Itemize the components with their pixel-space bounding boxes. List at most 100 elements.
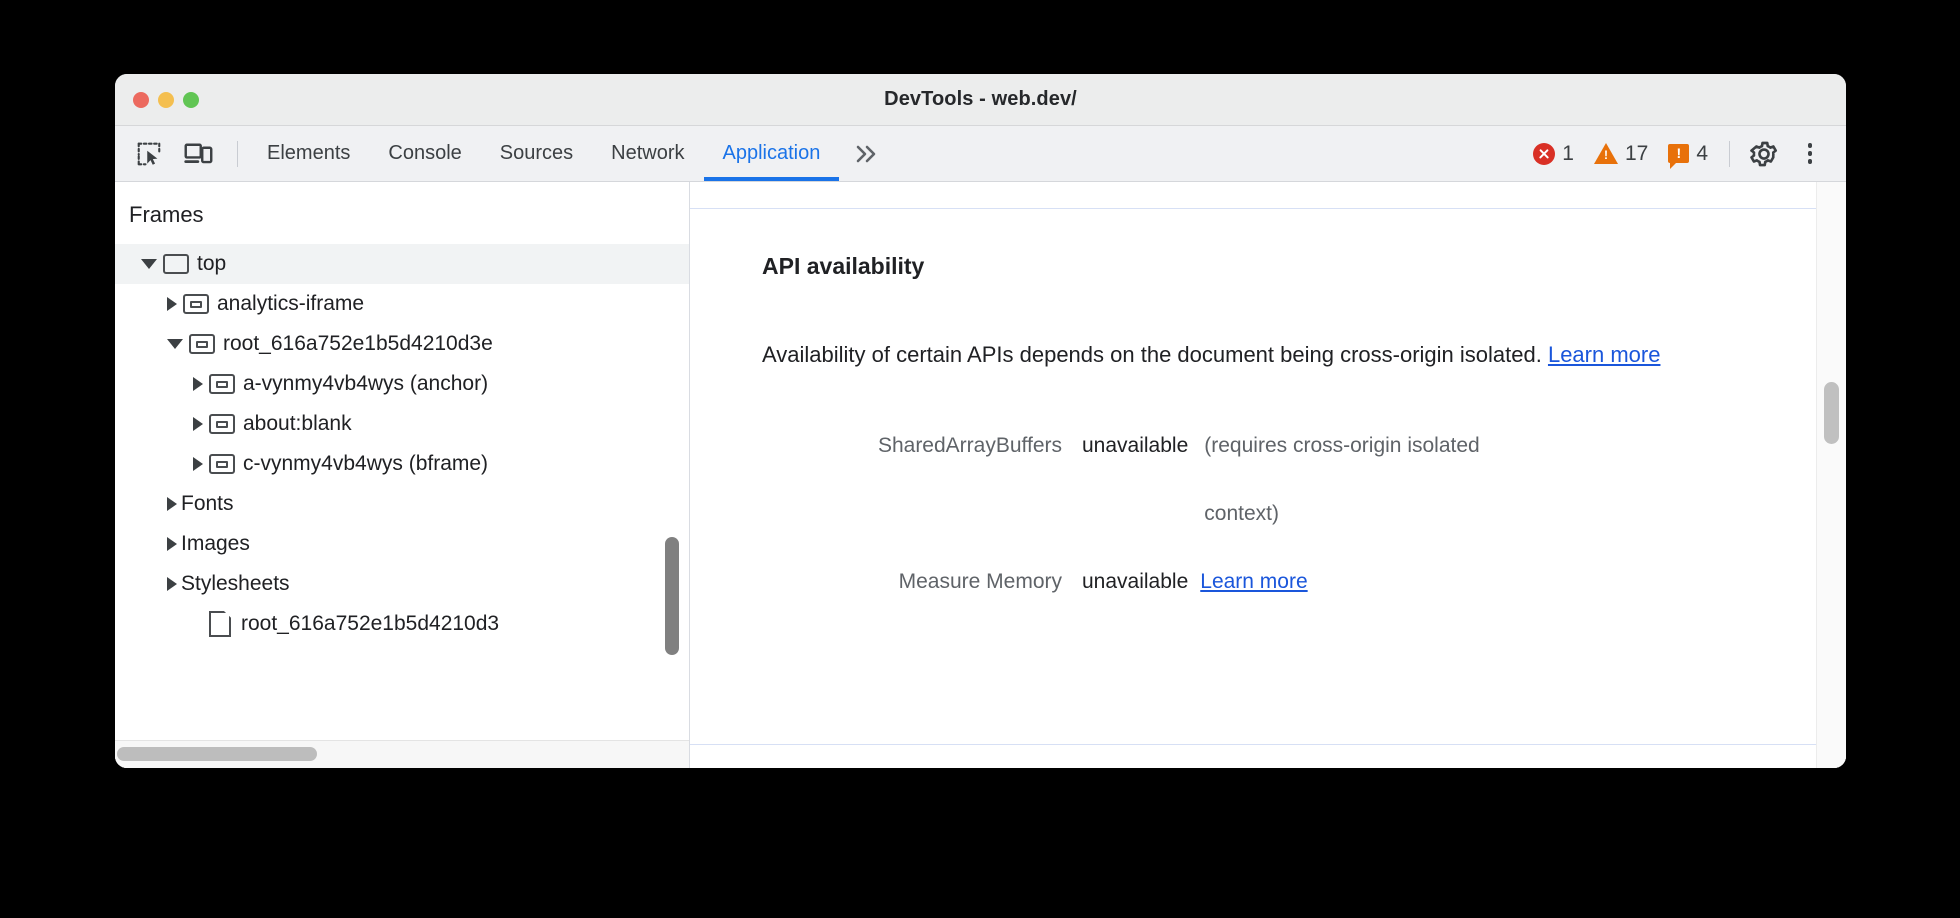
issue-icon bbox=[1668, 144, 1690, 169]
toolbar-divider bbox=[237, 140, 238, 167]
tree-item-label: about:blank bbox=[243, 412, 352, 435]
row-value: unavailable bbox=[1082, 434, 1189, 457]
sidebar-vertical-scrollbar-thumb[interactable] bbox=[665, 537, 679, 655]
tab-sources[interactable]: Sources bbox=[481, 126, 592, 181]
row-key: Measure Memory bbox=[898, 570, 1062, 593]
tree-item-top[interactable]: top bbox=[115, 244, 689, 284]
iframe-icon bbox=[209, 454, 235, 474]
inspect-element-icon bbox=[137, 142, 161, 165]
maximize-window-button[interactable] bbox=[183, 91, 199, 108]
row-key: SharedArrayBuffers bbox=[877, 434, 1062, 457]
toolbar-right-group: 1 17 4 bbox=[1524, 126, 1846, 181]
window-title: DevTools - web.dev/ bbox=[884, 88, 1077, 110]
tab-elements[interactable]: Elements bbox=[248, 126, 369, 181]
tree-item-label: c-vynmy4vb4wys (bframe) bbox=[243, 452, 489, 475]
settings-button[interactable] bbox=[1742, 132, 1786, 176]
tab-console-label: Console bbox=[388, 142, 462, 164]
sidebar-heading: Frames bbox=[129, 202, 204, 227]
application-main-panel: API availability Availability of certain… bbox=[690, 182, 1846, 768]
panel-tabs: Elements Console Sources Network Applica… bbox=[248, 126, 897, 181]
tree-item-label: Stylesheets bbox=[181, 572, 290, 595]
main-vertical-scrollbar-track[interactable] bbox=[1816, 182, 1846, 768]
file-icon bbox=[209, 611, 231, 637]
api-availability-section: API availability Availability of certain… bbox=[690, 253, 1846, 616]
frames-tree: top analytics-iframe root_616a752e1b5d42… bbox=[115, 244, 689, 644]
tree-item-label: root_616a752e1b5d4210d3 bbox=[241, 612, 500, 635]
iframe-icon bbox=[189, 334, 215, 354]
tree-item-root-frame[interactable]: root_616a752e1b5d4210d3e bbox=[115, 324, 689, 364]
twisty-closed-icon[interactable] bbox=[167, 497, 177, 511]
tree-item-fonts[interactable]: Fonts bbox=[115, 484, 689, 524]
error-icon bbox=[1533, 142, 1556, 165]
chevron-double-right-icon bbox=[857, 145, 876, 162]
learn-more-link[interactable]: Learn more bbox=[1547, 342, 1661, 367]
main-menu-button[interactable] bbox=[1788, 132, 1832, 176]
minimize-window-button[interactable] bbox=[158, 91, 174, 108]
traffic-light-buttons bbox=[133, 91, 199, 108]
twisty-open-icon[interactable] bbox=[141, 259, 157, 269]
tab-network[interactable]: Network bbox=[592, 126, 703, 181]
more-tabs-button[interactable] bbox=[839, 126, 897, 181]
toolbar-left-icons bbox=[115, 126, 248, 181]
tree-item-analytics-iframe[interactable]: analytics-iframe bbox=[115, 284, 689, 324]
tree-item-images[interactable]: Images bbox=[115, 524, 689, 564]
tab-sources-label: Sources bbox=[499, 142, 574, 164]
window-titlebar: DevTools - web.dev/ bbox=[115, 74, 1846, 126]
toolbar-right-divider bbox=[1729, 140, 1730, 167]
tab-console[interactable]: Console bbox=[369, 126, 480, 181]
twisty-closed-icon[interactable] bbox=[167, 577, 177, 591]
sidebar-horizontal-scrollbar-thumb[interactable] bbox=[117, 747, 317, 761]
twisty-closed-icon[interactable] bbox=[193, 377, 203, 391]
twisty-closed-icon[interactable] bbox=[167, 297, 177, 311]
tree-item-label: analytics-iframe bbox=[217, 292, 365, 315]
tree-item-about-blank[interactable]: about:blank bbox=[115, 404, 689, 444]
tree-item-anchor-frame[interactable]: a-vynmy4vb4wys (anchor) bbox=[115, 364, 689, 404]
iframe-icon bbox=[183, 294, 209, 314]
tree-item-document[interactable]: root_616a752e1b5d4210d3 bbox=[115, 604, 689, 644]
section-description: Availability of certain APIs depends on … bbox=[762, 320, 1742, 390]
tree-item-bframe[interactable]: c-vynmy4vb4wys (bframe) bbox=[115, 444, 689, 484]
row-shared-array-buffers: SharedArrayBuffers unavailable (requires… bbox=[762, 412, 1846, 548]
tree-item-label: a-vynmy4vb4wys (anchor) bbox=[243, 372, 489, 395]
description-text: Availability of certain APIs depends on … bbox=[762, 342, 1548, 367]
row-note: (requires cross-origin isolated context) bbox=[1204, 434, 1480, 525]
availability-rows: SharedArrayBuffers unavailable (requires… bbox=[762, 412, 1846, 616]
warning-icon bbox=[1593, 143, 1618, 164]
close-window-button[interactable] bbox=[133, 91, 149, 108]
tree-item-stylesheets[interactable]: Stylesheets bbox=[115, 564, 689, 604]
twisty-open-icon[interactable] bbox=[167, 339, 183, 349]
devtools-toolbar: Elements Console Sources Network Applica… bbox=[115, 126, 1846, 182]
devtools-body: Frames top analytics-iframe bbox=[115, 182, 1846, 768]
tree-item-label: Fonts bbox=[181, 492, 234, 515]
gear-icon bbox=[1750, 141, 1778, 166]
device-toolbar-icon bbox=[184, 143, 213, 163]
twisty-closed-icon[interactable] bbox=[167, 537, 177, 551]
warning-counter[interactable]: 17 bbox=[1585, 142, 1657, 166]
tab-elements-label: Elements bbox=[267, 142, 351, 164]
tab-network-label: Network bbox=[611, 142, 685, 164]
row-value: unavailable bbox=[1082, 570, 1189, 593]
frame-icon bbox=[163, 254, 189, 274]
main-vertical-scrollbar-thumb[interactable] bbox=[1824, 382, 1839, 444]
twisty-closed-icon[interactable] bbox=[193, 417, 203, 431]
tree-item-label: root_616a752e1b5d4210d3e bbox=[223, 332, 493, 355]
warning-count: 17 bbox=[1624, 141, 1649, 165]
row-measure-memory: Measure Memory unavailable Learn more bbox=[762, 548, 1846, 616]
error-counter[interactable]: 1 bbox=[1524, 142, 1583, 166]
twisty-closed-icon[interactable] bbox=[193, 457, 203, 471]
tab-application[interactable]: Application bbox=[703, 126, 840, 181]
inspect-element-button[interactable] bbox=[127, 132, 171, 176]
issue-count: 4 bbox=[1696, 141, 1708, 165]
tree-item-label: top bbox=[197, 252, 227, 275]
content-divider-top bbox=[690, 208, 1846, 209]
iframe-icon bbox=[209, 414, 235, 434]
device-toolbar-button[interactable] bbox=[177, 132, 221, 176]
frames-sidebar: Frames top analytics-iframe bbox=[115, 182, 690, 768]
measure-memory-learn-more-link[interactable]: Learn more bbox=[1200, 570, 1308, 593]
error-count: 1 bbox=[1562, 141, 1574, 165]
tree-item-label: Images bbox=[181, 532, 250, 555]
issue-counter[interactable]: 4 bbox=[1659, 141, 1717, 169]
sidebar-horizontal-scrollbar-track[interactable] bbox=[115, 740, 689, 768]
devtools-window: DevTools - web.dev/ bbox=[115, 74, 1846, 768]
